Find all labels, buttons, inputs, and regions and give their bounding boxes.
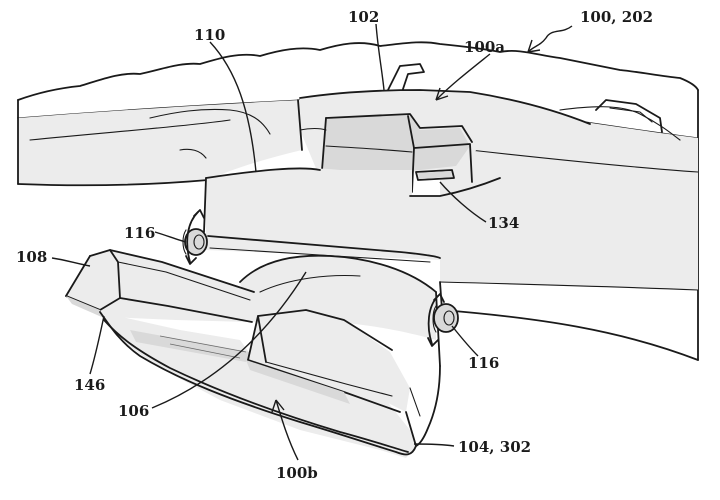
label-116-right: 116 [468, 354, 499, 372]
label-100b: 100b [276, 464, 318, 482]
label-110: 110 [194, 26, 225, 44]
hinge-knob-left [182, 209, 208, 265]
label-134: 134 [488, 214, 519, 232]
label-100a: 100a [464, 38, 505, 56]
label-146: 146 [74, 376, 105, 394]
label-108: 108 [16, 248, 47, 266]
upper-console-100a [203, 89, 591, 263]
label-104-302: 104, 302 [458, 438, 531, 456]
label-100-202: 100, 202 [580, 8, 653, 26]
label-116-left: 116 [124, 224, 155, 242]
reference-labels: 100, 202 102 100a 110 134 116 108 146 10… [16, 8, 653, 482]
hinge-knob-right [427, 293, 459, 347]
leader-lines [51, 23, 573, 461]
headrest-bumps [387, 63, 663, 133]
left-seat-cushion [17, 100, 302, 187]
label-106: 106 [118, 402, 149, 420]
lower-console-100b [65, 249, 441, 458]
right-seat-cushion [439, 100, 699, 361]
label-102: 102 [348, 8, 379, 26]
